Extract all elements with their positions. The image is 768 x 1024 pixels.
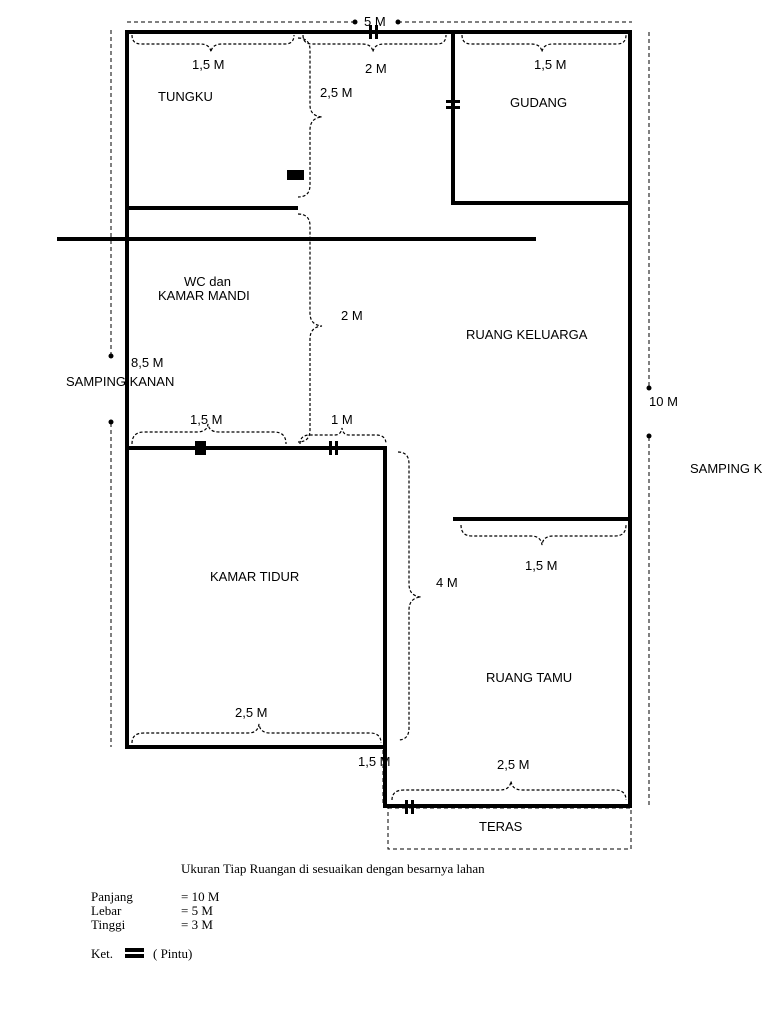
ket-label: Ket. [91, 946, 113, 961]
top-total-label: 5 M [364, 14, 386, 29]
dim-tungku-depth: 2,5 M [320, 85, 353, 100]
door-icon [405, 800, 414, 814]
room-wc-line2: KAMAR MANDI [158, 288, 250, 303]
room-tungku: TUNGKU [158, 89, 213, 104]
dim-teras-width: 2,5 M [497, 757, 530, 772]
top-dimension: 5 M [127, 14, 632, 29]
dim-kamar-door-left: 1,5 M [190, 412, 223, 427]
dim-left-length: 8,5 M [131, 355, 164, 370]
teras-outline [387, 807, 632, 850]
left-side-dimension [108, 30, 114, 747]
dim-kamar-depth: 4 M [436, 575, 458, 590]
ket-value: ( Pintu) [153, 946, 192, 961]
tinggi-label: Tinggi [91, 917, 126, 932]
braces [131, 34, 627, 801]
panjang-label: Panjang [91, 889, 133, 904]
panjang-value: = 10 M [181, 889, 220, 904]
side-left-label: SAMPING KANAN [66, 374, 174, 389]
room-ruang-keluarga: RUANG KELUARGA [466, 327, 588, 342]
lebar-value: = 5 M [181, 903, 213, 918]
room-kamar-tidur: KAMAR TIDUR [210, 569, 299, 584]
dim-right-length: 10 M [649, 394, 678, 409]
caption: Ukuran Tiap Ruangan di sesuaikan dengan … [181, 861, 485, 876]
tinggi-value: = 3 M [181, 917, 213, 932]
dim-kamar-bottom: 2,5 M [235, 705, 268, 720]
side-right-label: SAMPING K [690, 461, 763, 476]
dim-tamu-wall: 1,5 M [525, 558, 558, 573]
dim-wc-depth: 2 M [341, 308, 363, 323]
room-gudang: GUDANG [510, 95, 567, 110]
right-side-dimension [646, 32, 652, 806]
room-ruang-tamu: RUANG TAMU [486, 670, 572, 685]
lebar-label: Lebar [91, 903, 122, 918]
door-icon [195, 441, 206, 455]
door-icon [446, 100, 460, 109]
dim-tungku-width: 1,5 M [192, 57, 225, 72]
door-icon [329, 441, 338, 455]
dim-hall-width: 2 M [365, 61, 387, 76]
room-teras: TERAS [479, 819, 523, 834]
door-icon [287, 170, 304, 180]
room-wc-line1: WC dan [184, 274, 231, 289]
dim-gudang-width: 1,5 M [534, 57, 567, 72]
walls [125, 30, 632, 808]
dim-teras-offset: 1,5 M [358, 754, 391, 769]
dim-kamar-door-right: 1 M [331, 412, 353, 427]
door-legend-icon [125, 948, 144, 958]
door-icon [369, 25, 378, 39]
